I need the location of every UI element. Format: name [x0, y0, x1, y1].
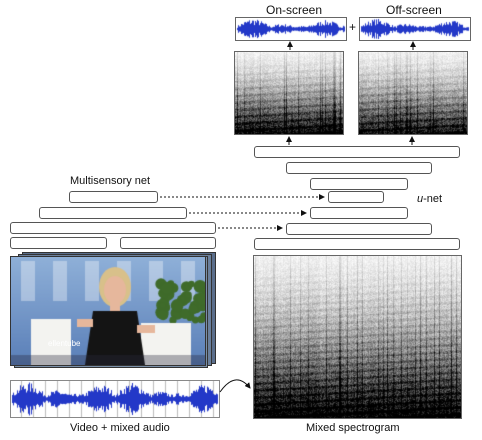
plus-sign: + [349, 20, 357, 34]
multisensory-layer-2 [39, 207, 187, 219]
u-net-label-prefix: u [417, 193, 424, 205]
spectrogram-caption: Mixed spectrogram [306, 422, 400, 434]
u-net-label: u-net [417, 193, 442, 205]
unet-decoder-layer-2 [286, 162, 432, 174]
mixed-spectrogram [253, 255, 462, 419]
unet-encoder-layer-3 [310, 207, 408, 219]
multisensory-audio-stream-layer [120, 237, 216, 249]
unet-bottleneck-layer [328, 191, 384, 203]
multisensory-video-stream-layer [10, 237, 107, 249]
multisensory-layer-1 [69, 191, 158, 203]
off-screen-label: Off-screen [386, 3, 442, 17]
on-screen-spectrogram [234, 51, 344, 135]
on-screen-waveform [235, 17, 347, 41]
unet-decoder-layer-1 [254, 146, 460, 158]
unet-decoder-layer-3 [310, 178, 408, 190]
video-frame [10, 256, 206, 366]
input-waveform [10, 380, 220, 418]
off-screen-spectrogram [358, 51, 468, 135]
on-screen-label: On-screen [266, 3, 323, 17]
video-watermark: ellentube [48, 339, 81, 348]
multisensory-layer-3 [10, 222, 216, 234]
waveform-to-spectrogram-arrow [219, 379, 251, 393]
off-screen-waveform [359, 17, 471, 41]
video-caption: Video + mixed audio [70, 422, 170, 434]
multisensory-net-label: Multisensory net [70, 175, 151, 187]
u-net-label-suffix: -net [423, 193, 443, 205]
unet-encoder-layer-2 [286, 223, 432, 235]
unet-encoder-layer-1 [254, 238, 460, 250]
